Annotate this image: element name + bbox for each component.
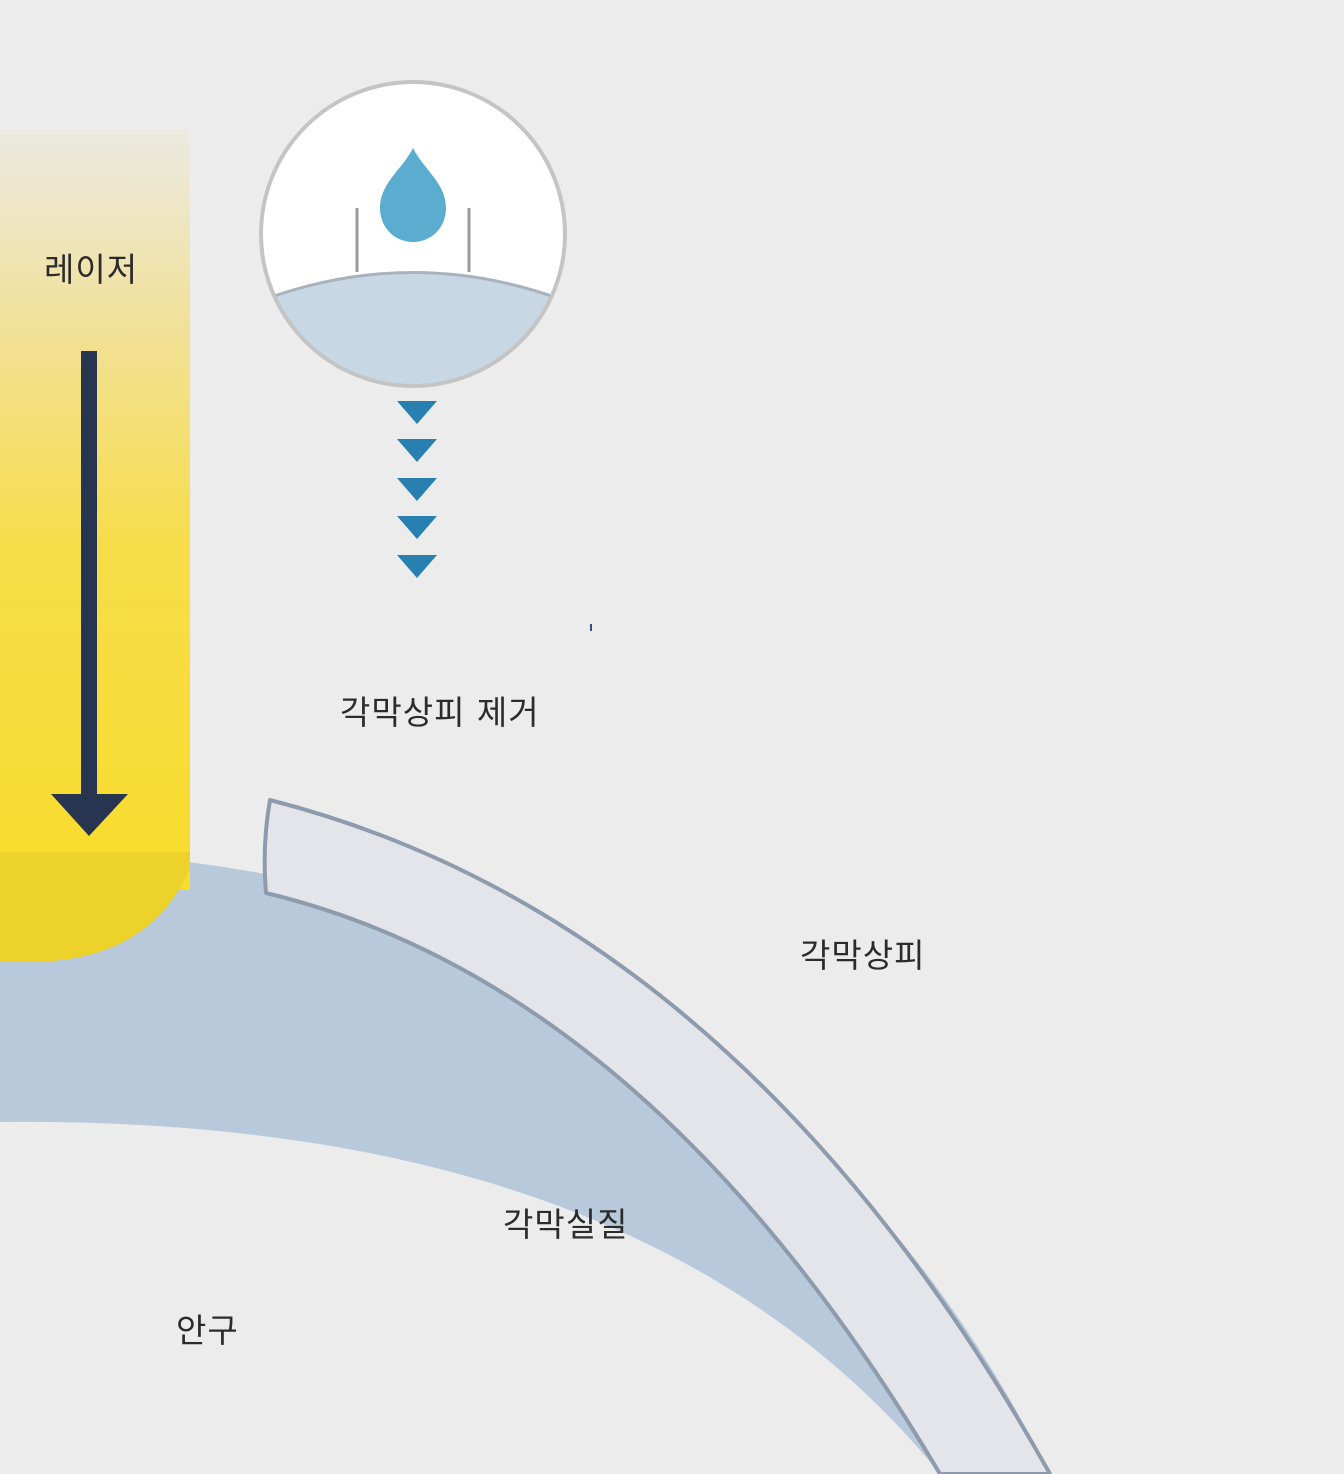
corneal-stroma	[0, 850, 1050, 1474]
corneal-epithelium	[262, 798, 1052, 1474]
stroma-label: 각막실질	[503, 1205, 629, 1244]
chevron-down-icon	[397, 401, 437, 578]
laser-label: 레이저	[44, 250, 139, 289]
inset-magnifier	[259, 80, 567, 388]
laser-spot	[0, 852, 190, 962]
water-drop-icon	[380, 148, 446, 242]
epithelium-label: 각막상피	[800, 936, 926, 975]
arrow-down-icon	[51, 351, 128, 836]
tick-mark	[590, 624, 592, 631]
epithelium-removal-label: 각막상피 제거	[340, 693, 540, 732]
eyeball-label: 안구	[176, 1311, 239, 1350]
